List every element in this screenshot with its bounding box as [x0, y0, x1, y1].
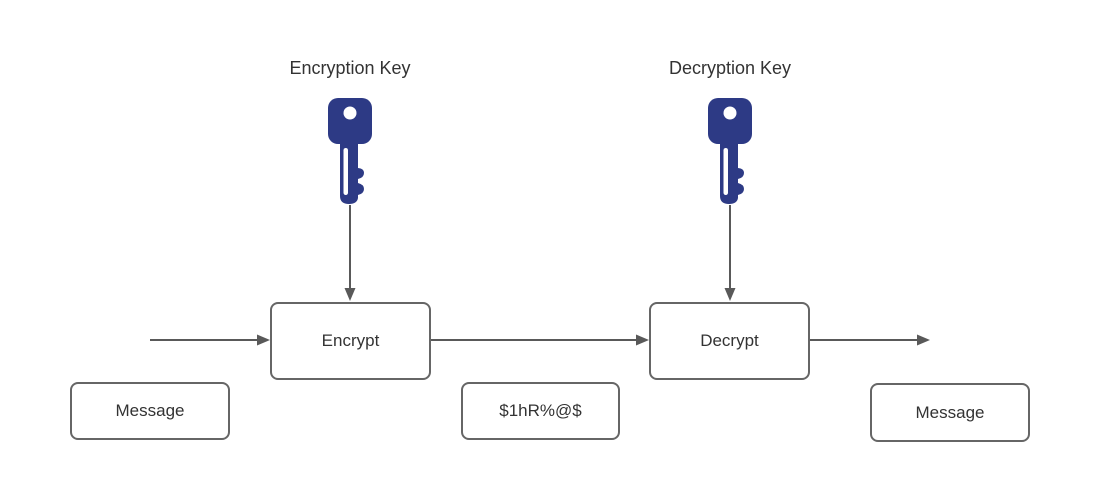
decryption-key-label: Decryption Key [668, 58, 792, 78]
encrypt-box: Encrypt [270, 302, 431, 380]
decrypt-box-label: Decrypt [700, 331, 759, 350]
input-arrow [150, 334, 270, 346]
decryption-key-arrow [724, 205, 736, 301]
output-arrow [810, 334, 930, 346]
decrypt-box: Decrypt [649, 302, 810, 380]
message-in-box: Message [70, 382, 230, 440]
ciphertext-label: $1hR%@$ [499, 401, 582, 420]
ciphertext-arrow [431, 334, 649, 346]
message-in-label: Message [115, 401, 185, 420]
message-out-box: Message [870, 383, 1030, 442]
encryption-key-label: Encryption Key [289, 58, 411, 78]
message-out-label: Message [915, 402, 985, 422]
encrypt-box-label: Encrypt [321, 331, 380, 350]
ciphertext-box: $1hR%@$ [461, 382, 620, 440]
encryption-key-arrow [344, 205, 356, 301]
decryption-key-icon [708, 98, 752, 204]
encryption-key-icon [328, 98, 372, 204]
